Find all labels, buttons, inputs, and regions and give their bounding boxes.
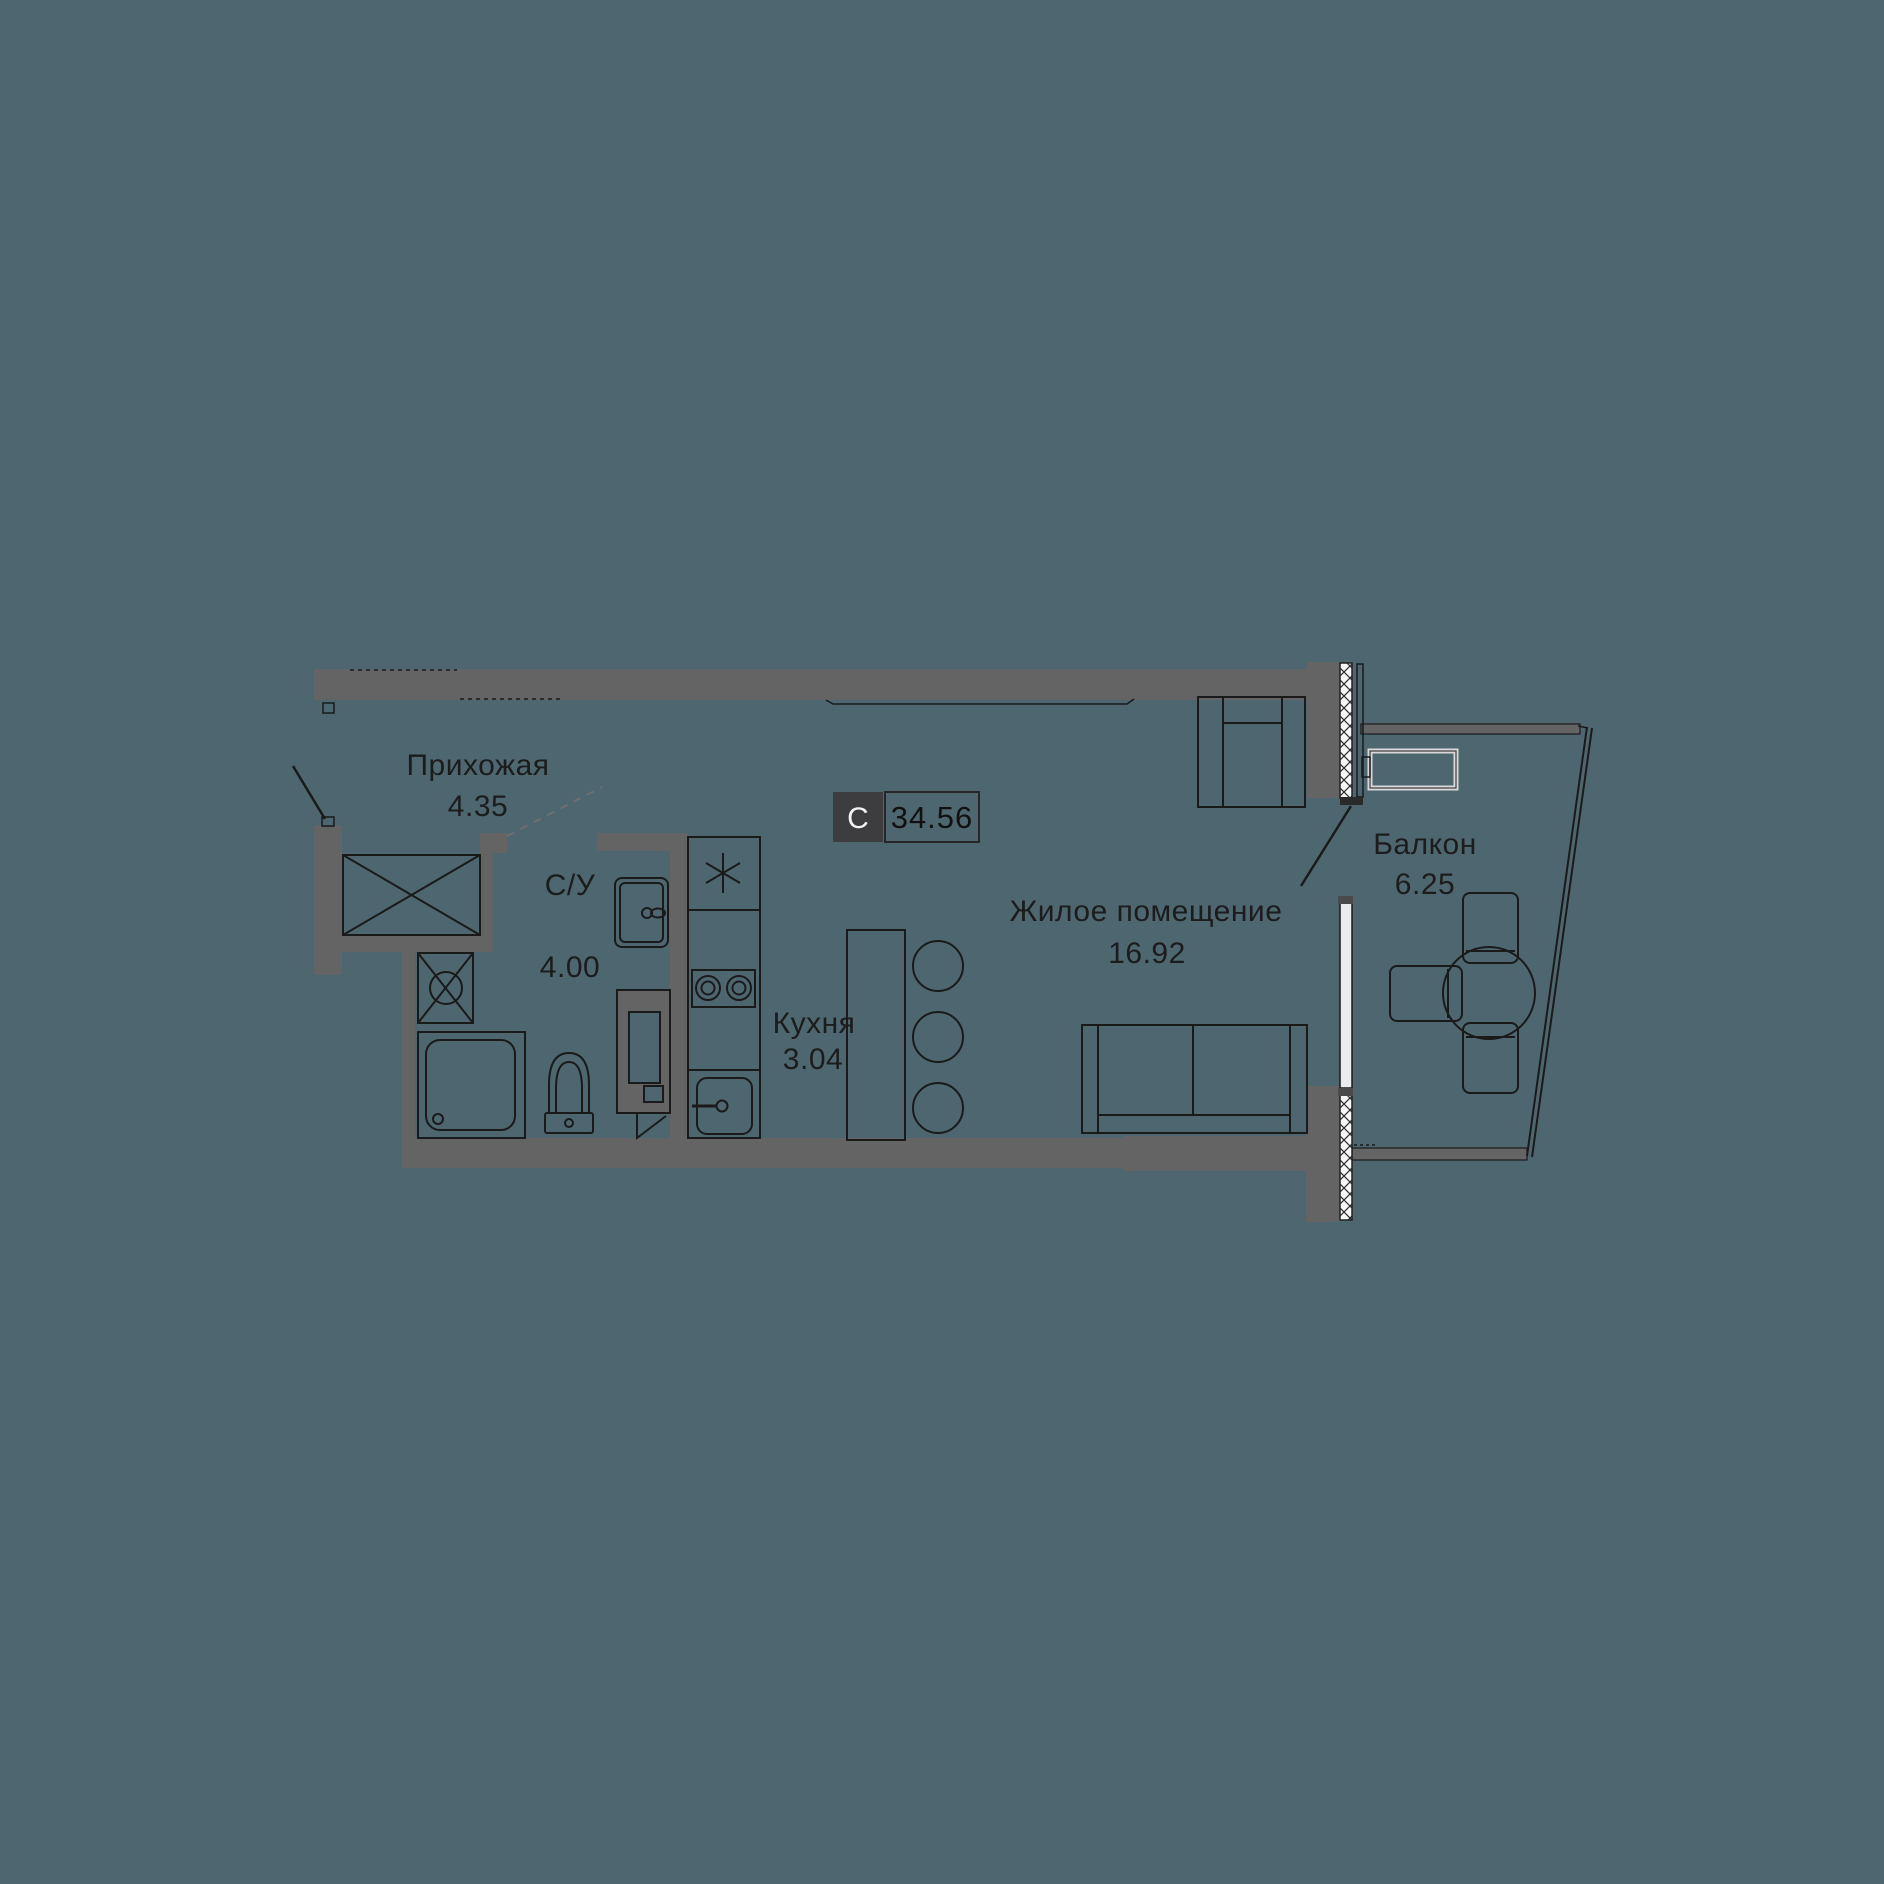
wall-hall-bottom bbox=[314, 935, 493, 952]
room-labels: Прихожая 4.35 С/У 4.00 Кухня 3.04 Жилое … bbox=[406, 749, 1476, 1076]
glazing-line-outer bbox=[1526, 726, 1588, 1157]
bar-stool-icon bbox=[912, 1011, 964, 1063]
wall-column-bottom-right bbox=[1306, 1086, 1340, 1222]
doors bbox=[291, 765, 1353, 887]
room-area-hallway: 4.35 bbox=[448, 790, 508, 823]
wall-hall-right bbox=[480, 853, 493, 952]
bar-stool-icon bbox=[912, 1082, 964, 1134]
room-label-hallway: Прихожая bbox=[406, 749, 549, 782]
fridge-icon bbox=[705, 853, 741, 893]
bar-counter bbox=[846, 929, 906, 1141]
balcony-chair-icon bbox=[1389, 965, 1463, 1022]
room-label-kitchen: Кухня bbox=[773, 1007, 856, 1040]
balcony-chair-icon bbox=[1462, 1022, 1519, 1094]
wall-bathroom-right bbox=[670, 833, 687, 1138]
wall-balcony-top bbox=[1360, 723, 1581, 735]
opening-dashed-line bbox=[506, 786, 603, 837]
room-area-kitchen: 3.04 bbox=[783, 1043, 843, 1076]
badge-total-area: 34.56 bbox=[891, 800, 974, 835]
window-jamb-top bbox=[1338, 896, 1353, 904]
entrance-jamb-bottom bbox=[321, 816, 335, 827]
room-label-bathroom: С/У bbox=[545, 869, 596, 902]
badge-value-box bbox=[884, 791, 980, 843]
room-label-balcony: Балкон bbox=[1373, 828, 1477, 861]
duct-shaft bbox=[616, 989, 671, 1114]
armchair-icon bbox=[1197, 696, 1306, 808]
duct-access-door-icon bbox=[636, 1113, 667, 1141]
wardrobe-icon bbox=[342, 854, 481, 936]
balcony-glazing bbox=[1526, 726, 1593, 1158]
glazing-line-inner bbox=[1531, 727, 1593, 1158]
wall-balcony-bottom bbox=[1351, 1147, 1528, 1161]
window bbox=[1339, 902, 1353, 1089]
construction-lines bbox=[350, 669, 1589, 1146]
bathroom-door-icon bbox=[614, 877, 669, 948]
total-area-badge: С 34.56 bbox=[833, 791, 980, 843]
wall-bottom-b bbox=[1123, 1136, 1306, 1171]
washing-machine-icon bbox=[417, 952, 474, 1024]
lintel-line bbox=[825, 698, 1135, 705]
wall-bottom-a bbox=[402, 1138, 1123, 1168]
badge-type-box bbox=[833, 792, 883, 842]
balcony-chair-icon bbox=[1462, 892, 1519, 964]
room-area-bathroom: 4.00 bbox=[540, 951, 600, 984]
badge-type-letter: С bbox=[847, 802, 869, 835]
insulation-hatch-top bbox=[1339, 662, 1353, 799]
walls bbox=[314, 662, 1581, 1222]
balcony-door-swing bbox=[1299, 805, 1353, 887]
window-jamb-bottom bbox=[1338, 1088, 1353, 1096]
shower-icon bbox=[417, 1031, 526, 1139]
kitchen-counter bbox=[687, 836, 761, 1139]
room-label-living: Жилое помещение bbox=[1010, 895, 1283, 928]
entrance-jamb-top bbox=[322, 702, 335, 714]
entrance-door-swing bbox=[291, 765, 327, 820]
toilet-icon bbox=[544, 1051, 594, 1134]
sofa-icon bbox=[1081, 1024, 1308, 1134]
stove-icon bbox=[691, 969, 756, 1008]
wall-bathroom-top bbox=[597, 833, 687, 851]
wall-top bbox=[314, 669, 1307, 700]
wall-column-top-right bbox=[1307, 662, 1340, 798]
balcony-door-jamb bbox=[1340, 797, 1363, 805]
insulation-hatch-bottom bbox=[1339, 1087, 1353, 1221]
wall-left bbox=[314, 825, 342, 975]
room-area-balcony: 6.25 bbox=[1395, 868, 1455, 901]
room-area-living: 16.92 bbox=[1108, 937, 1186, 970]
balcony-table-icon bbox=[1442, 946, 1536, 1040]
wall-hall-stub bbox=[480, 833, 507, 853]
kitchen-sink-icon bbox=[692, 1077, 753, 1135]
bar-stool-icon bbox=[912, 940, 964, 992]
wall-bathroom-left bbox=[402, 952, 415, 1140]
ac-unit-icon bbox=[1361, 748, 1459, 791]
furniture bbox=[342, 696, 1536, 1141]
